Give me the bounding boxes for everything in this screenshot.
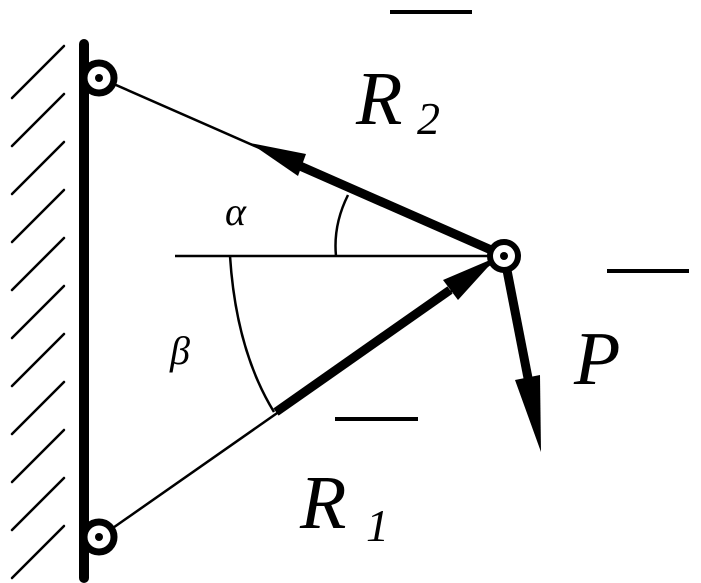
- wall-hatching: [10, 44, 66, 580]
- r1-label: R 1: [299, 417, 418, 551]
- alpha-angle-arc: [334, 194, 350, 257]
- alpha-label: α: [225, 189, 247, 234]
- beta-angle-arc: [228, 255, 276, 413]
- r2-force-arrow: [250, 143, 500, 258]
- joint-hinge: [487, 239, 521, 273]
- upper-hinge: [80, 59, 118, 97]
- r2-subscript: 2: [417, 93, 440, 144]
- r1-letter: R: [299, 461, 346, 545]
- r2-letter: R: [355, 57, 402, 141]
- p-label: P: [573, 269, 689, 401]
- beta-label: β: [169, 328, 190, 373]
- lower-hinge: [80, 518, 118, 556]
- p-force-arrow: [500, 259, 541, 452]
- r2-label: R 2: [355, 10, 472, 144]
- p-letter: P: [573, 317, 620, 401]
- r1-subscript: 1: [366, 500, 389, 551]
- r1-force-arrow: [273, 257, 497, 416]
